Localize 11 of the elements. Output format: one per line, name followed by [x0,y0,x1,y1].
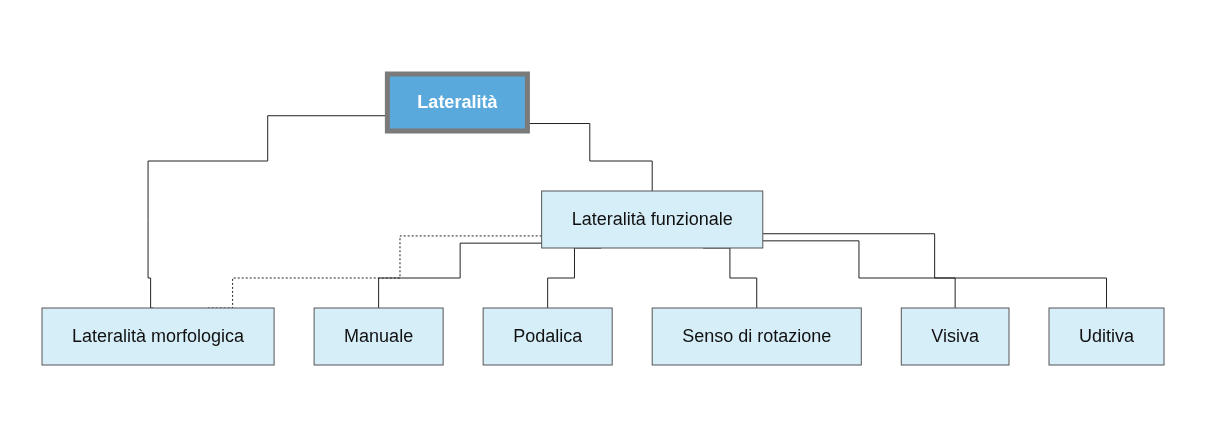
connector [762,239,956,308]
node-box: Visiva [900,307,1010,365]
node-box: Senso di rotazione [651,307,862,365]
node-box: Lateralità [384,71,530,133]
connector [378,242,543,308]
node-box: Manuale [313,307,444,365]
node-box: Podalica [482,307,613,365]
node-box: Lateralità funzionale [541,190,764,248]
node-box: Uditiva [1048,307,1165,365]
node-box: Lateralità morfologica [41,307,275,365]
connector [762,232,1107,308]
